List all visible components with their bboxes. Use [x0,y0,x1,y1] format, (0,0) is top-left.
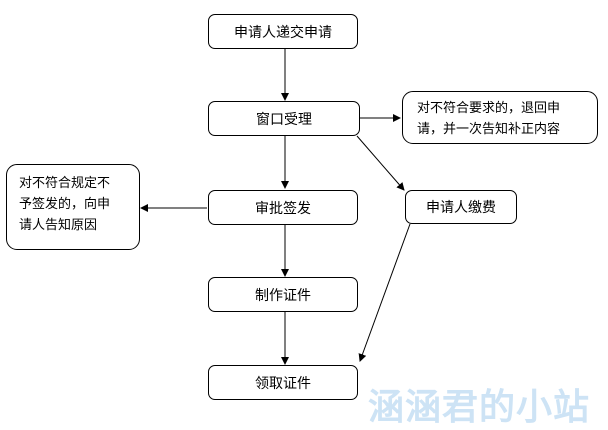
note-reject-noncompliant-line-2: 予签发的，向申 [19,197,111,212]
node-produce-certificate: 制作证件 [208,277,358,312]
note-reject-incomplete: 对不符合要求的，退回申 请，并一次告知补正内容 [402,91,598,144]
arrow-accept-to-fee [356,135,405,191]
node-collect-certificate: 领取证件 [208,365,358,400]
node-collect-label: 领取证件 [255,375,311,392]
node-approve-label: 审批签发 [255,200,311,217]
node-window-acceptance: 窗口受理 [208,101,360,136]
node-submit-label: 申请人递交申请 [234,24,332,41]
arrow-fee-to-collect [358,223,411,362]
node-fee-label: 申请人缴费 [426,200,496,216]
note-reject-noncompliant-line-1: 对不符合规定不 [19,176,111,191]
note-reject-noncompliant-line-3: 请人告知原因 [19,218,98,233]
node-submit-application: 申请人递交申请 [208,14,358,49]
node-accept-label: 窗口受理 [256,111,312,128]
site-watermark: 涵涵君的小站 [368,387,591,428]
node-applicant-payment: 申请人缴费 [405,190,517,224]
note-reject-incomplete-line-2: 请，并一次告知补正内容 [417,122,561,137]
note-reject-incomplete-line-1: 对不符合要求的，退回申 [417,101,561,116]
node-produce-label: 制作证件 [255,287,311,304]
node-approve-issue: 审批签发 [208,190,358,225]
note-reject-noncompliant: 对不符合规定不 予签发的，向申 请人告知原因 [6,164,140,250]
